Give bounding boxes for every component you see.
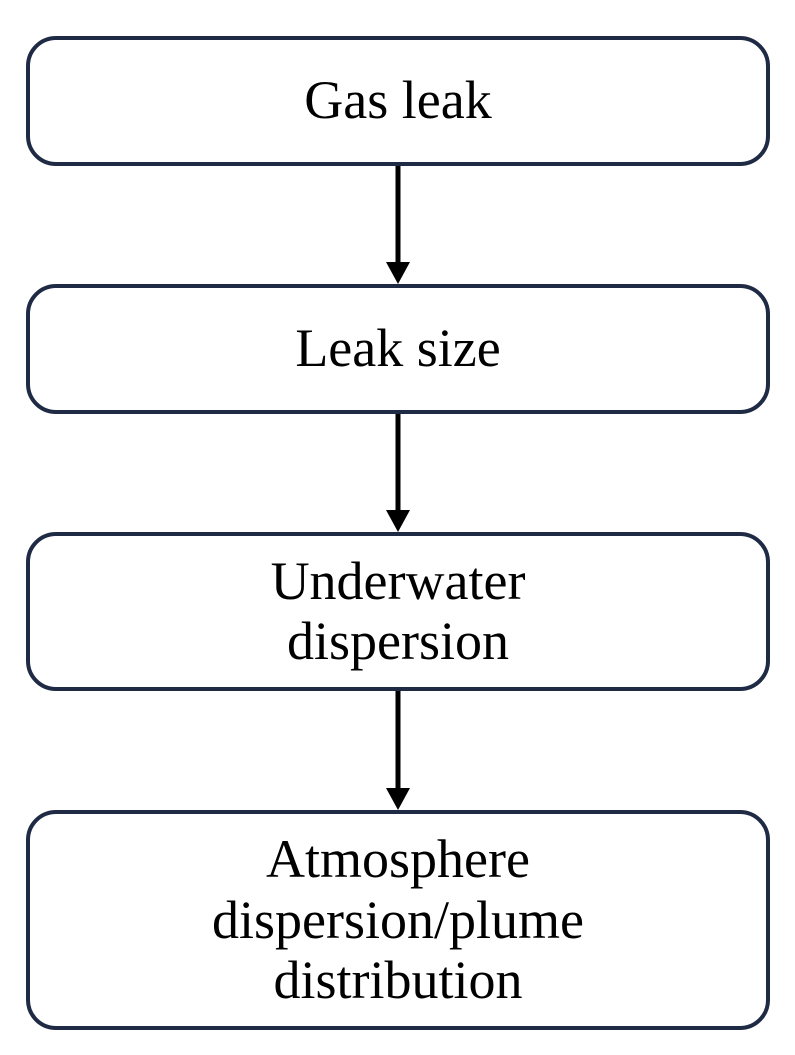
step-label-line: dispersion/plume <box>212 889 584 950</box>
flow-arrow-3 <box>386 691 410 810</box>
flow-arrow-2 <box>386 414 410 532</box>
step-label-line: Atmosphere <box>266 829 530 890</box>
step-atmosphere-dispersion: Atmosphere dispersion/plume distribution <box>26 810 770 1030</box>
step-label-line: dispersion <box>287 610 509 671</box>
flow-arrow-1 <box>386 166 410 284</box>
step-label-line: Leak size <box>295 318 501 379</box>
step-leak-size: Leak size <box>26 284 770 414</box>
step-label: Leak size <box>295 318 501 379</box>
step-label-line: Underwater <box>270 551 526 612</box>
step-label: Underwater dispersion <box>270 551 526 671</box>
step-label: Atmosphere dispersion/plume distribution <box>212 829 584 1010</box>
down-arrow-icon <box>386 166 410 284</box>
down-arrow-icon <box>386 414 410 532</box>
down-arrow-icon <box>386 691 410 810</box>
step-label: Gas leak <box>304 70 492 131</box>
step-underwater-dispersion: Underwater dispersion <box>26 532 770 691</box>
step-gas-leak: Gas leak <box>26 36 770 166</box>
step-label-line: distribution <box>273 950 523 1011</box>
step-label-line: Gas leak <box>304 70 492 131</box>
